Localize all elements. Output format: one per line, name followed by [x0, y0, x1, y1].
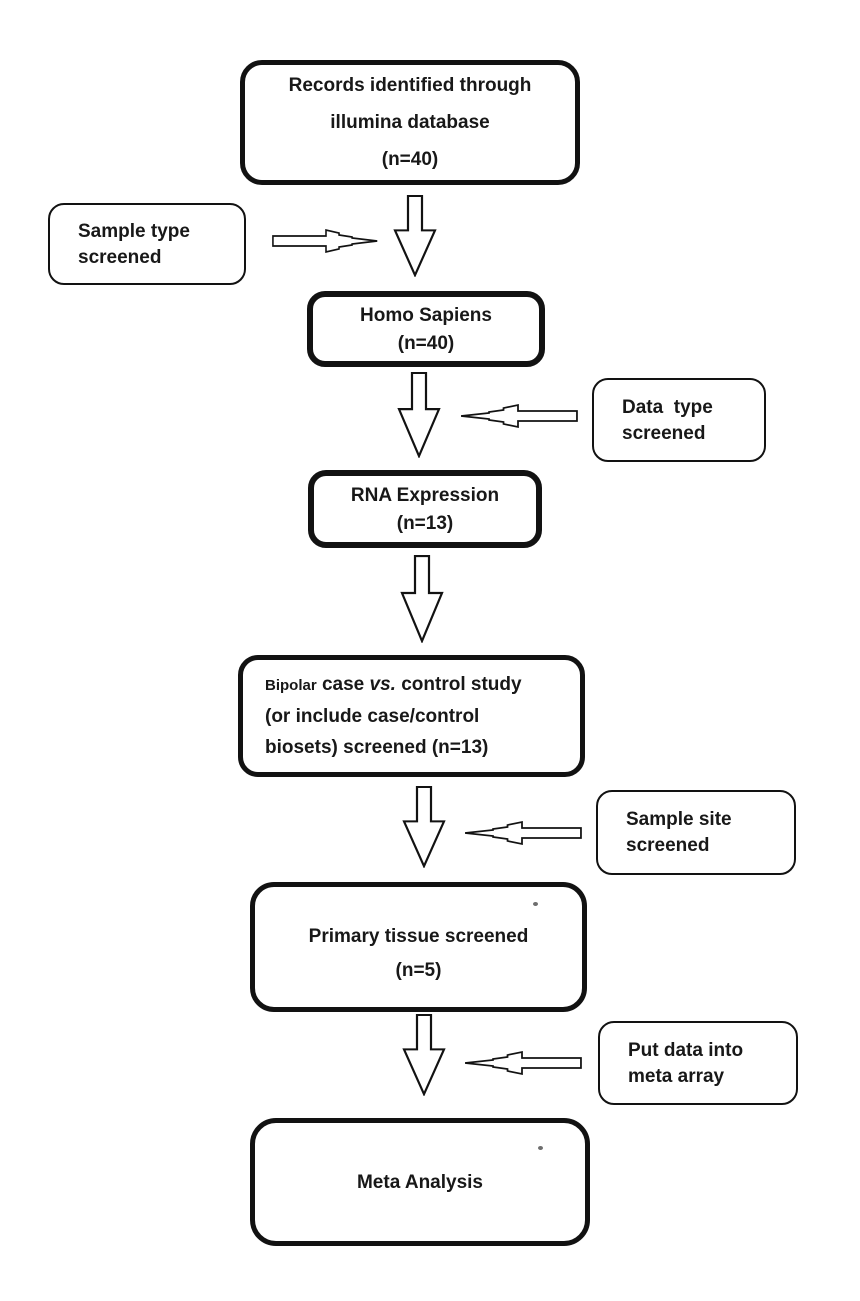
arrow-down-icon	[397, 372, 441, 458]
note-sample-site-line1: Sample site	[626, 809, 732, 830]
box-rna-expression: RNA Expression (n=13)	[308, 470, 542, 548]
box-rna-count: (n=13)	[396, 512, 454, 534]
stray-mark	[538, 1146, 543, 1150]
note-data-type-line1: Data type	[622, 396, 713, 418]
box-bipolar-line1: Bipolar case vs. control study	[265, 673, 522, 697]
box-meta-analysis: Meta Analysis	[250, 1118, 590, 1246]
box-bipolar-word-control-study: control study	[401, 674, 522, 695]
note-sample-site-screened: Sample site screened	[596, 790, 796, 875]
arrow-right-icon	[272, 228, 378, 254]
note-data-type-screened: Data type screened	[592, 378, 766, 462]
note-put-data-line1: Put data into	[628, 1039, 744, 1061]
box-bipolar-word-bipolar: Bipolar	[265, 677, 317, 694]
note-sample-type-line1: Sample type	[78, 220, 190, 242]
box-records-count: (n=40)	[381, 149, 439, 170]
box-homo-sapiens: Homo Sapiens (n=40)	[307, 291, 545, 367]
box-bipolar-word-case: case	[321, 674, 365, 695]
box-primary-line1: Primary tissue screened	[308, 925, 529, 947]
box-records-line1: Records identified through	[288, 75, 532, 96]
box-meta-line1: Meta Analysis	[356, 1171, 483, 1193]
box-bipolar-line3: biosets) screened (n=13)	[265, 737, 489, 758]
box-homo-count: (n=40)	[397, 332, 455, 354]
arrow-left-icon	[461, 403, 578, 429]
note-sample-type-screened: Sample type screened	[48, 203, 246, 285]
box-bipolar-word-vs: vs.	[369, 674, 396, 695]
arrow-down-icon	[400, 555, 444, 643]
note-put-data-line2: meta array	[628, 1065, 725, 1087]
arrow-left-icon	[465, 820, 582, 846]
arrow-down-icon	[393, 195, 437, 277]
note-sample-type-line2: screened	[78, 246, 162, 268]
note-data-type-line2: screened	[622, 422, 706, 444]
box-records-identified: Records identified through illumina data…	[240, 60, 580, 185]
arrow-left-icon	[465, 1050, 582, 1076]
box-primary-count: (n=5)	[395, 959, 442, 981]
box-primary-tissue: Primary tissue screened (n=5)	[250, 882, 587, 1012]
note-sample-site-line2: screened	[626, 835, 710, 856]
arrow-down-icon	[402, 786, 446, 868]
box-bipolar-case-control: Bipolar case vs. control study (or inclu…	[238, 655, 585, 777]
stray-mark	[533, 902, 538, 906]
box-records-line2: illumina database	[330, 112, 490, 133]
box-homo-line1: Homo Sapiens	[360, 304, 492, 326]
box-bipolar-line2: (or include case/control	[265, 706, 480, 727]
note-put-data-meta-array: Put data into meta array	[598, 1021, 798, 1105]
arrow-down-icon	[402, 1014, 446, 1096]
box-rna-line1: RNA Expression	[350, 484, 500, 506]
